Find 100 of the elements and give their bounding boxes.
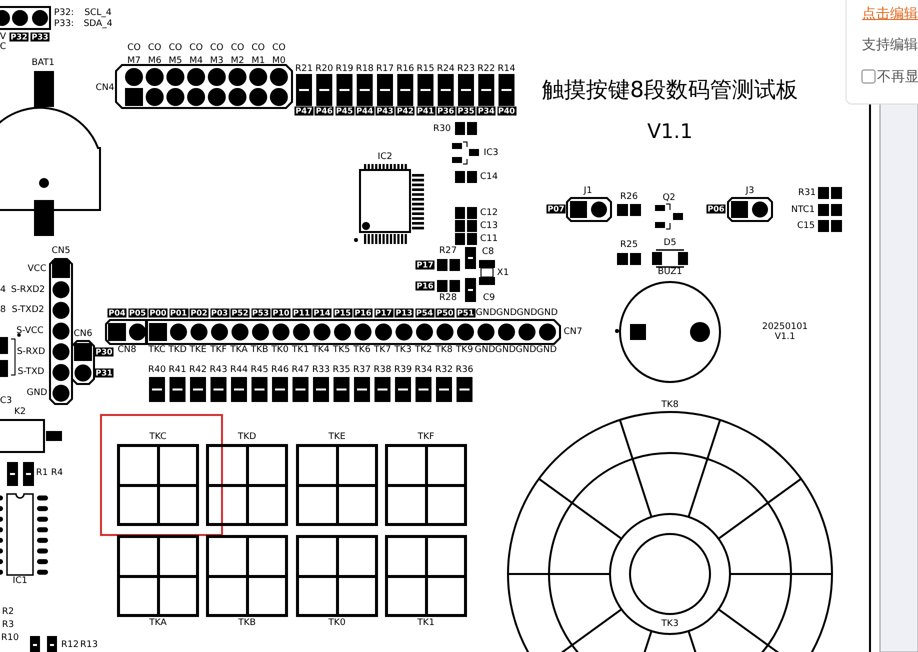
component-label: S-TXD2	[12, 305, 44, 315]
pin-label: P17	[374, 308, 393, 318]
component-label: 4	[0, 285, 6, 295]
component-label: R21	[295, 64, 313, 74]
component-label: TK6	[353, 345, 371, 355]
component-label: R13	[80, 640, 98, 650]
pin-label: P01	[169, 308, 188, 318]
component-label: CN5	[52, 246, 70, 256]
key-label: TKC	[149, 431, 167, 444]
component-label: R3	[2, 620, 14, 630]
pin-label: P47	[294, 106, 314, 116]
component-label: C	[0, 42, 6, 52]
pin-label: P31	[94, 368, 114, 378]
pin-label: CO M4	[189, 42, 204, 68]
pin-label: CO M0	[272, 42, 286, 68]
pin-label: P03	[210, 308, 229, 318]
popup-text: 支持编辑	[862, 37, 918, 53]
pin-label: P02	[190, 308, 208, 318]
component-label: TK1	[292, 345, 310, 355]
pin-label: CO M3	[210, 42, 224, 68]
pin-label: P45	[335, 106, 354, 116]
component-label: J3	[746, 186, 754, 196]
edit-link: 点击编辑	[862, 6, 918, 22]
component-label: R24	[436, 64, 455, 74]
component-label: GND	[516, 345, 536, 355]
component-label: R46	[271, 365, 289, 375]
component-label: R4	[51, 468, 63, 478]
component-label: NTC1	[791, 205, 815, 215]
component-label: R43	[210, 365, 228, 375]
component-label: TKF	[210, 345, 227, 355]
component-label: R36	[456, 365, 474, 375]
pin-label: P15	[333, 308, 352, 318]
component-label: TK5	[332, 345, 350, 355]
component-label: R42	[189, 365, 207, 375]
pin-label: P30	[94, 348, 114, 356]
component-label: GND	[496, 308, 517, 318]
component-label: R30	[433, 124, 451, 134]
component-label: C8	[482, 247, 494, 257]
pin-label: P52	[230, 308, 250, 318]
key-label: TK1	[417, 617, 435, 630]
component-label: R27	[439, 246, 457, 256]
key-label: TK0	[328, 617, 346, 630]
component-label: C3	[0, 396, 12, 406]
component-label: D5	[664, 238, 676, 248]
pin-label: P10	[272, 308, 290, 318]
component-label: TKC	[148, 345, 166, 355]
component-label: GND	[474, 345, 496, 355]
pin-label: P05	[128, 308, 147, 318]
component-label: R10	[1, 633, 19, 643]
component-label: S-TXD	[18, 367, 44, 377]
component-label: V	[0, 32, 6, 42]
component-label: SCL_4	[84, 8, 112, 18]
component-label: TKE	[189, 345, 207, 355]
component-label: P33:	[54, 19, 74, 29]
pin-label: CO M7	[127, 42, 141, 68]
component-label: R38	[374, 365, 392, 375]
pin-label: P16	[354, 308, 372, 318]
pin-label: CO M5	[168, 42, 182, 68]
component-label: BAT1	[32, 58, 54, 68]
component-label: TK7	[374, 345, 392, 355]
pin-label: P14	[312, 308, 332, 318]
pin-label: P06	[706, 204, 726, 214]
pin-label: P53	[251, 308, 270, 318]
component-label: TK3	[661, 619, 679, 629]
component-label: R33	[312, 365, 330, 375]
component-label: R40	[148, 365, 166, 375]
component-label: IC1	[12, 576, 28, 586]
pin-label: P35	[456, 106, 476, 116]
component-label: GND	[26, 388, 48, 398]
component-label: R19	[336, 64, 354, 74]
pin-label: P41	[416, 106, 435, 116]
component-label: CN4	[96, 83, 114, 93]
component-label: R20	[315, 64, 334, 74]
component-label: TK9	[456, 345, 474, 355]
component-label: TK4	[312, 345, 330, 355]
pin-label: P33	[30, 32, 50, 42]
component-label: X1	[497, 268, 509, 278]
component-label: R15	[416, 64, 434, 74]
component-label: R17	[376, 64, 394, 74]
component-label: VCC	[28, 264, 46, 274]
component-label: C9	[483, 293, 495, 303]
component-label: R41	[168, 365, 186, 375]
pin-label: P13	[394, 308, 414, 318]
component-label: TKA	[230, 345, 248, 355]
component-label: TKD	[168, 345, 187, 355]
component-label: R26	[620, 192, 638, 202]
component-label: S-RXD2	[10, 285, 46, 295]
pin-label: P04	[108, 308, 126, 318]
pin-label: P54	[415, 308, 434, 318]
component-label: GND	[495, 345, 516, 355]
component-label: R47	[292, 365, 310, 375]
key-label: TKB	[238, 617, 256, 630]
component-label: TK2	[414, 345, 432, 355]
component-label: R37	[353, 365, 371, 375]
component-label: C14	[480, 172, 498, 182]
component-label: BUZ1	[658, 267, 682, 277]
component-label: TKB	[250, 345, 268, 355]
version-label: V1.1	[647, 120, 693, 142]
component-label: K2	[14, 407, 26, 417]
component-label: R14	[498, 64, 516, 74]
